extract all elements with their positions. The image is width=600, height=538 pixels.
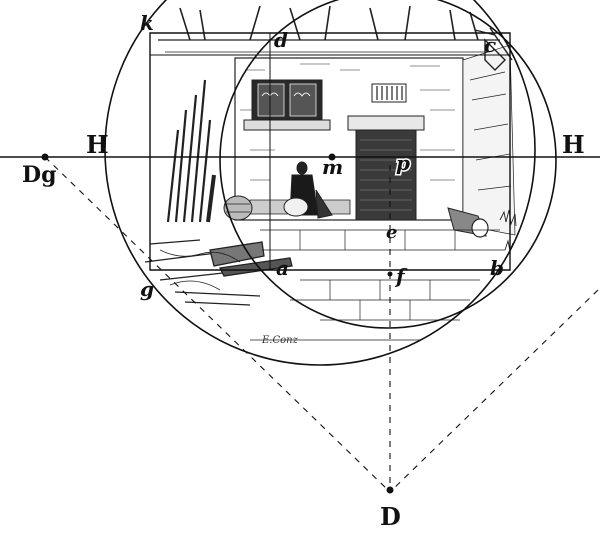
wall-stones [240,63,455,181]
door [347,115,425,221]
construction-lines [0,0,600,493]
dashed-diagonal-right [389,289,599,493]
labels: H H Dg D k d c g a b m p e f E.Conz [22,11,585,531]
label-d-corner: d [274,28,288,52]
signature: E.Conz [261,335,299,346]
small-circle [219,0,557,329]
label-f: f [394,264,408,288]
points [41,153,394,494]
label-c: c [484,33,496,57]
window-small [371,83,407,103]
cobblestones [250,229,505,341]
label-b: b [490,256,504,280]
right-wall-texture [462,27,516,236]
bench-and-figure [249,161,351,219]
roof-hatching [158,5,505,53]
label-a: a [276,256,289,280]
point-f-dot [387,271,393,277]
label-h-left: H [86,130,109,159]
barrel-left [223,195,253,221]
label-h-right: H [562,130,585,159]
engraved-scene [144,5,517,341]
dashed-diagonal-left [44,156,391,493]
point-d-dot [386,486,394,494]
label-m: m [322,155,343,179]
leaning-poles [166,79,216,223]
label-dg: Dg [22,162,56,188]
point-dg [41,153,49,161]
label-d: D [380,502,401,531]
label-p: p [396,151,410,175]
window-upper-left [243,79,331,131]
label-k: k [140,11,154,35]
large-circle [104,0,536,366]
debris-pile [144,239,293,306]
point-m-dot [328,153,336,161]
outer-rectangle [149,32,511,271]
label-g: g [140,277,154,301]
log-right [447,207,489,238]
label-e: e [386,222,397,243]
